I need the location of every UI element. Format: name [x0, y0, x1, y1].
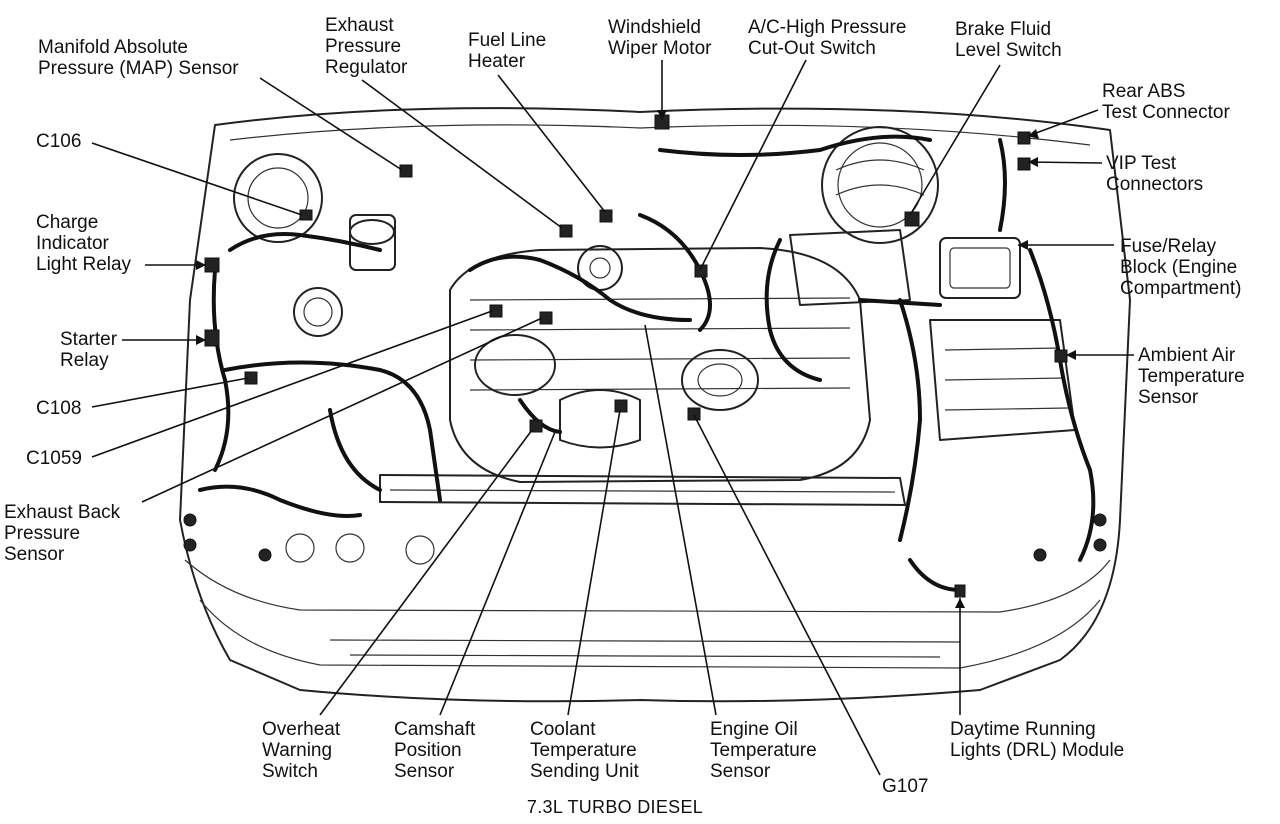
label-c1059: C1059: [26, 448, 82, 469]
label-c106: C106: [36, 131, 82, 152]
label-g107: G107: [882, 776, 929, 797]
label-engine-oil-sensor: Engine Oil Temperature Sensor: [710, 719, 817, 782]
wiring-harness: [198, 134, 1096, 592]
battery-area: [233, 153, 396, 337]
leader-arrowheads: [196, 110, 1076, 608]
label-fuse-relay-block: Fuse/Relay Block (Engine Compartment): [1120, 236, 1242, 299]
label-map-sensor: Manifold Absolute Pressure (MAP) Sensor: [38, 37, 239, 79]
leader-lines: [91, 59, 1134, 776]
label-brake-fluid-switch: Brake Fluid Level Switch: [955, 19, 1062, 61]
label-charge-indicator: Charge Indicator Light Relay: [36, 212, 132, 275]
label-fuel-line-heater: Fuel Line Heater: [468, 30, 547, 72]
label-overheat-switch: Overheat Warning Switch: [262, 719, 341, 782]
label-windshield-wiper-motor: Windshield Wiper Motor: [608, 17, 712, 59]
label-drl-module: Daytime Running Lights (DRL) Module: [950, 719, 1125, 761]
engine-block: [449, 229, 911, 483]
label-vip-test: VIP Test Connectors: [1106, 153, 1204, 195]
label-coolant-sending-unit: Coolant Temperature Sending Unit: [530, 719, 639, 782]
brake-booster: [821, 126, 1076, 441]
label-starter-relay: Starter Relay: [60, 329, 118, 371]
vehicle-body-outline: [179, 107, 1131, 703]
diagram-caption: 7.3L TURBO DIESEL: [526, 797, 704, 817]
label-camshaft-sensor: Camshaft Position Sensor: [394, 719, 476, 782]
label-c108: C108: [36, 398, 82, 419]
label-rear-abs: Rear ABS Test Connector: [1102, 81, 1230, 123]
label-exhaust-back-pressure: Exhaust Back Pressure Sensor: [4, 502, 121, 565]
label-ambient-air-sensor: Ambient Air Temperature Sensor: [1138, 345, 1245, 408]
connectors: [183, 114, 1107, 598]
label-exhaust-pressure-regulator: Exhaust Pressure Regulator: [325, 15, 408, 78]
label-ac-cutout-switch: A/C-High Pressure Cut-Out Switch: [748, 17, 907, 59]
